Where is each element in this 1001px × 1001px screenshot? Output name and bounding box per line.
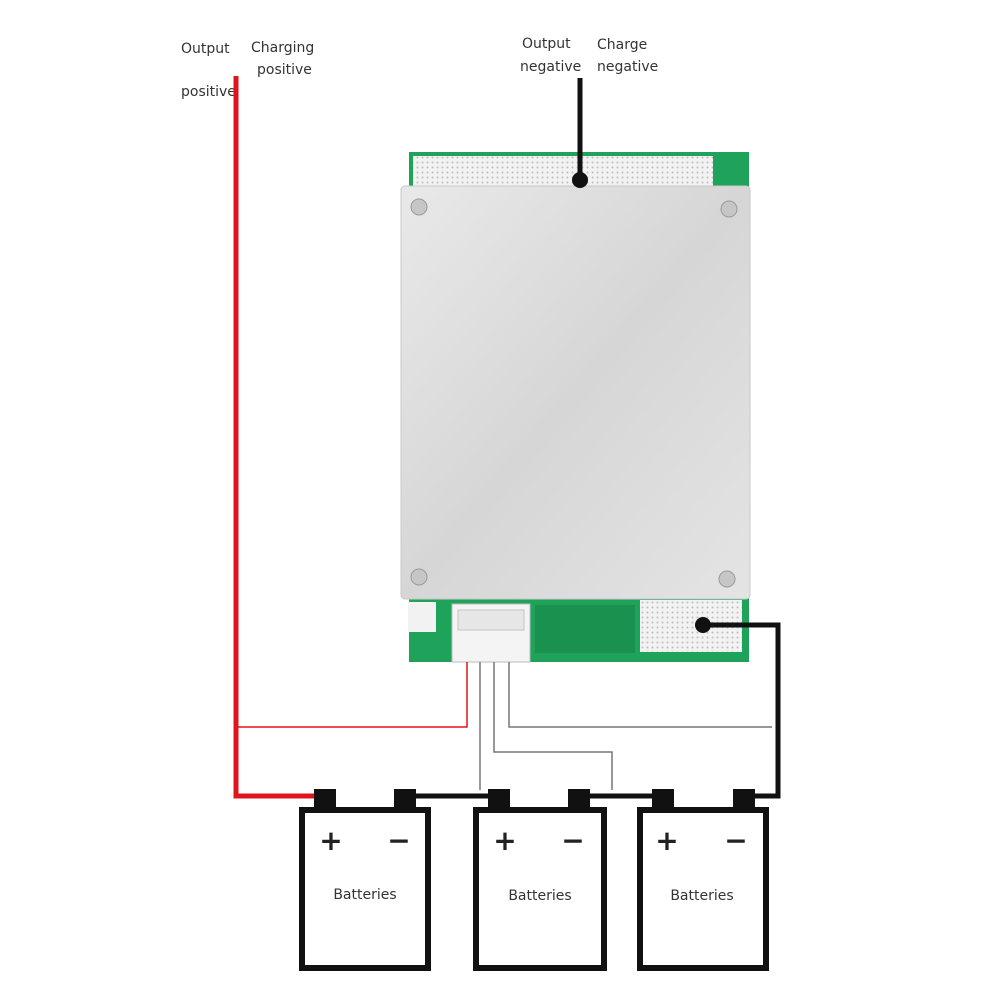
battery-1: + − Batteries — [299, 789, 431, 971]
battery-3-label: Batteries — [670, 888, 733, 904]
output-positive-label-line2: positive — [181, 84, 236, 100]
positive-main-wire — [233, 76, 322, 799]
screw-bottom-left — [410, 568, 428, 586]
screw-top-left — [410, 198, 428, 216]
battery-2-minus: − — [561, 824, 584, 857]
charge-negative-label-line1: Charge — [597, 37, 648, 53]
sense-wire-3 — [508, 662, 772, 728]
sense-wire-2 — [493, 662, 613, 790]
sense-wire-red — [238, 662, 468, 728]
battery-2-plus: + — [493, 824, 516, 857]
battery-2: + − Batteries — [473, 789, 607, 971]
wires — [233, 76, 781, 799]
charging-positive-label-line2: positive — [257, 62, 312, 78]
battery-1-minus: − — [387, 824, 410, 857]
heatsink-plate — [400, 185, 751, 600]
battery-1-plus: + — [319, 824, 342, 857]
screw-bottom-right — [718, 570, 736, 588]
output-negative-label-line1: Output — [522, 36, 571, 52]
battery-1-label: Batteries — [333, 887, 396, 903]
screw-top-right — [720, 200, 738, 218]
charge-negative-wire — [703, 622, 781, 799]
charge-negative-label-line2: negative — [597, 59, 659, 75]
output-negative-label-line2: negative — [520, 59, 582, 75]
battery-2-label: Batteries — [508, 888, 571, 904]
pcb-top-pad-area — [413, 156, 713, 190]
battery-3-minus: − — [724, 824, 747, 857]
battery-3: + − Batteries — [637, 789, 769, 971]
output-positive-label-line1: Output — [181, 41, 230, 57]
bms-board — [400, 152, 751, 663]
battery-3-plus: + — [655, 824, 678, 857]
charging-positive-label-line1: Charging — [251, 40, 315, 56]
